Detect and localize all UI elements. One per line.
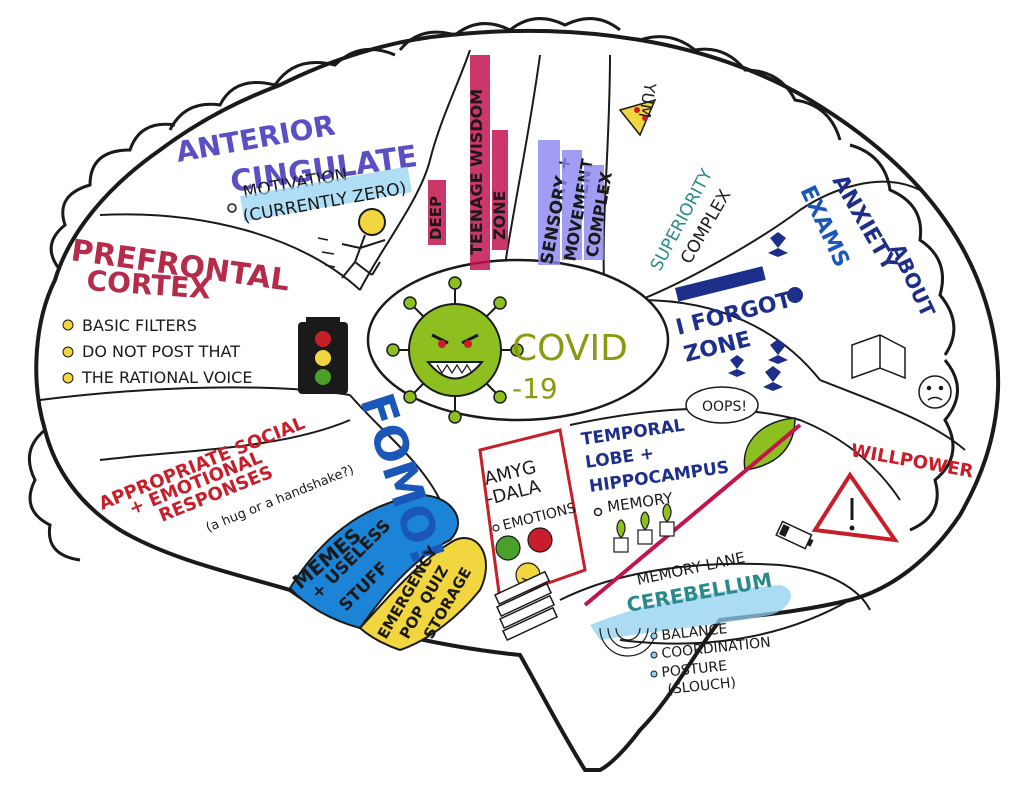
highlight-marker [239, 166, 412, 222]
zone-bar [492, 130, 508, 250]
plant-pots-icon [613, 503, 675, 553]
pf-item-2: DO NOT POST THAT [82, 342, 240, 361]
teenage-label: TEENAGE WISDOM [467, 89, 486, 255]
cb-item-1: BALANCE [661, 621, 728, 644]
cb-item-3: POSTURE [661, 658, 728, 681]
worried-face-icon [918, 375, 952, 409]
pizza-icon [618, 98, 657, 137]
deep-label: DEEP [427, 196, 445, 240]
zone-label: ZONE [490, 190, 509, 240]
bullet-icon [650, 651, 658, 659]
traffic-light-icon [298, 317, 348, 394]
emergency-region-fill [358, 537, 487, 652]
teenage-bar [470, 55, 490, 270]
memory-lane-road [583, 423, 802, 607]
flower-icon [728, 232, 803, 391]
complex-highlight [584, 165, 604, 260]
covid-label-2: -19 [512, 372, 558, 405]
brain-folds [27, 17, 959, 562]
papers-icon [494, 570, 559, 642]
bullet-icon [62, 319, 74, 331]
bullet-icon [650, 632, 658, 640]
pf-item-3: THE RATIONAL VOICE [81, 368, 252, 387]
oops-label: OOPS! [702, 399, 747, 415]
deep-bar [428, 180, 446, 245]
pf-item-1: BASIC FILTERS [82, 316, 197, 335]
sensory-highlight [538, 140, 560, 265]
covid-virus-icon [386, 276, 524, 424]
bullet-icon [492, 524, 500, 532]
battery-icon [775, 520, 814, 550]
bullet-icon [650, 670, 658, 678]
memes-region-fill [288, 493, 460, 630]
leaf-icon [743, 417, 796, 471]
bullet-icon [593, 507, 603, 517]
bullet-icon [62, 346, 74, 358]
warning-icon [811, 471, 900, 543]
covid-label-1: COVID [512, 328, 628, 369]
bullet-icon [62, 372, 74, 384]
oops-bubble [685, 386, 759, 424]
running-figure-icon [317, 208, 386, 279]
movement-highlight [562, 150, 582, 260]
bullet-icon [227, 203, 237, 213]
cerebellum-fill [590, 585, 791, 640]
forgot-highlight [675, 266, 766, 302]
cb-item-4: (SLOUCH) [667, 675, 737, 698]
book-icon [851, 334, 906, 380]
emotion-faces-icon [495, 527, 553, 588]
